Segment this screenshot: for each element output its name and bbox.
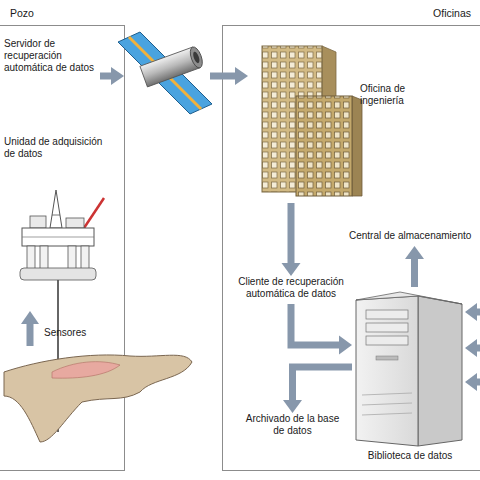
retrieval-client: Cliente de recuperación automática de da… [232, 276, 350, 304]
case-line [362, 413, 412, 415]
storage-center: Central de almacenamiento [349, 230, 480, 246]
uplink-arrow-head [111, 67, 124, 85]
building-front [296, 96, 352, 196]
building-side [352, 96, 362, 196]
node-label: Servidor de recuperación automática de d… [4, 38, 100, 74]
arrow-shaft [288, 203, 295, 264]
drive-bay [366, 323, 408, 332]
node-label: Biblioteca de datos [368, 450, 453, 462]
panel-heading: Oficinas [433, 7, 471, 19]
reservoir-rock [4, 355, 192, 442]
acquisition-unit: Unidad de adquisición de datos [4, 136, 114, 286]
uplink-arrow [100, 73, 112, 80]
sensor-arrow [27, 322, 34, 346]
arrow-head [283, 400, 302, 413]
server-front [356, 296, 418, 446]
pontoon [20, 268, 96, 280]
server-label-box: Servidor de recuperación automática de d… [4, 38, 100, 88]
flow-arrow [405, 246, 424, 287]
deck-house [30, 216, 46, 228]
server-side [418, 296, 462, 446]
satellite-cap [188, 45, 205, 69]
office-panel: OficinasOficina de ingenieríaCentral de … [222, 25, 480, 471]
reservoir-zone [52, 362, 120, 379]
flow-arrow [283, 367, 352, 413]
derrick [50, 190, 62, 228]
platform-leg [68, 246, 76, 270]
node-label: Central de almacenamiento [349, 230, 480, 242]
incoming-arrow-head [465, 373, 477, 391]
downlink-arrow [210, 73, 236, 80]
incoming-arrow-head [465, 339, 477, 357]
arrow-shaft [293, 367, 353, 401]
arrow-shaft [411, 258, 418, 287]
deck-house [66, 218, 84, 228]
crane [84, 198, 104, 228]
data-library: Biblioteca de datos [352, 287, 468, 462]
arrow-head [282, 263, 301, 276]
deck-line [22, 237, 94, 238]
drive-bay [366, 336, 408, 345]
node-label: Archivado de la base de datos [245, 413, 340, 437]
solar-panel [118, 32, 212, 114]
engineering-office: Oficina de ingeniería [250, 38, 440, 203]
platform-deck [22, 228, 94, 246]
platform-leg [40, 246, 48, 270]
node-label: Oficina de ingeniería [360, 83, 440, 107]
sensor-arrow-head [21, 311, 39, 324]
node-label: Cliente de recuperación automática de da… [232, 276, 350, 300]
case-line [362, 393, 412, 395]
platform-leg [81, 246, 89, 270]
case-line [362, 403, 412, 405]
derrick-brace [52, 215, 60, 216]
panel-heading: Pozo [10, 7, 34, 19]
panel-glare [129, 37, 201, 109]
arrow-head [405, 246, 424, 259]
satellite-body [140, 45, 205, 87]
downlink-arrow-head [235, 67, 248, 85]
arrow-shaft [291, 304, 340, 345]
floppy-slot [376, 356, 398, 360]
server-top [356, 292, 462, 304]
database-archive: Archivado de la base de datos [245, 413, 340, 443]
arrow-head [339, 336, 352, 355]
node-label: Unidad de adquisición de datos [4, 136, 114, 160]
platform-leg [27, 246, 35, 270]
incoming-arrow-head [465, 303, 477, 321]
drive-bay [366, 310, 408, 319]
flow-arrow [282, 203, 301, 276]
flow-arrow [291, 304, 352, 355]
satellite-nozzle [192, 51, 201, 64]
sensor-label: Sensores [44, 327, 86, 339]
